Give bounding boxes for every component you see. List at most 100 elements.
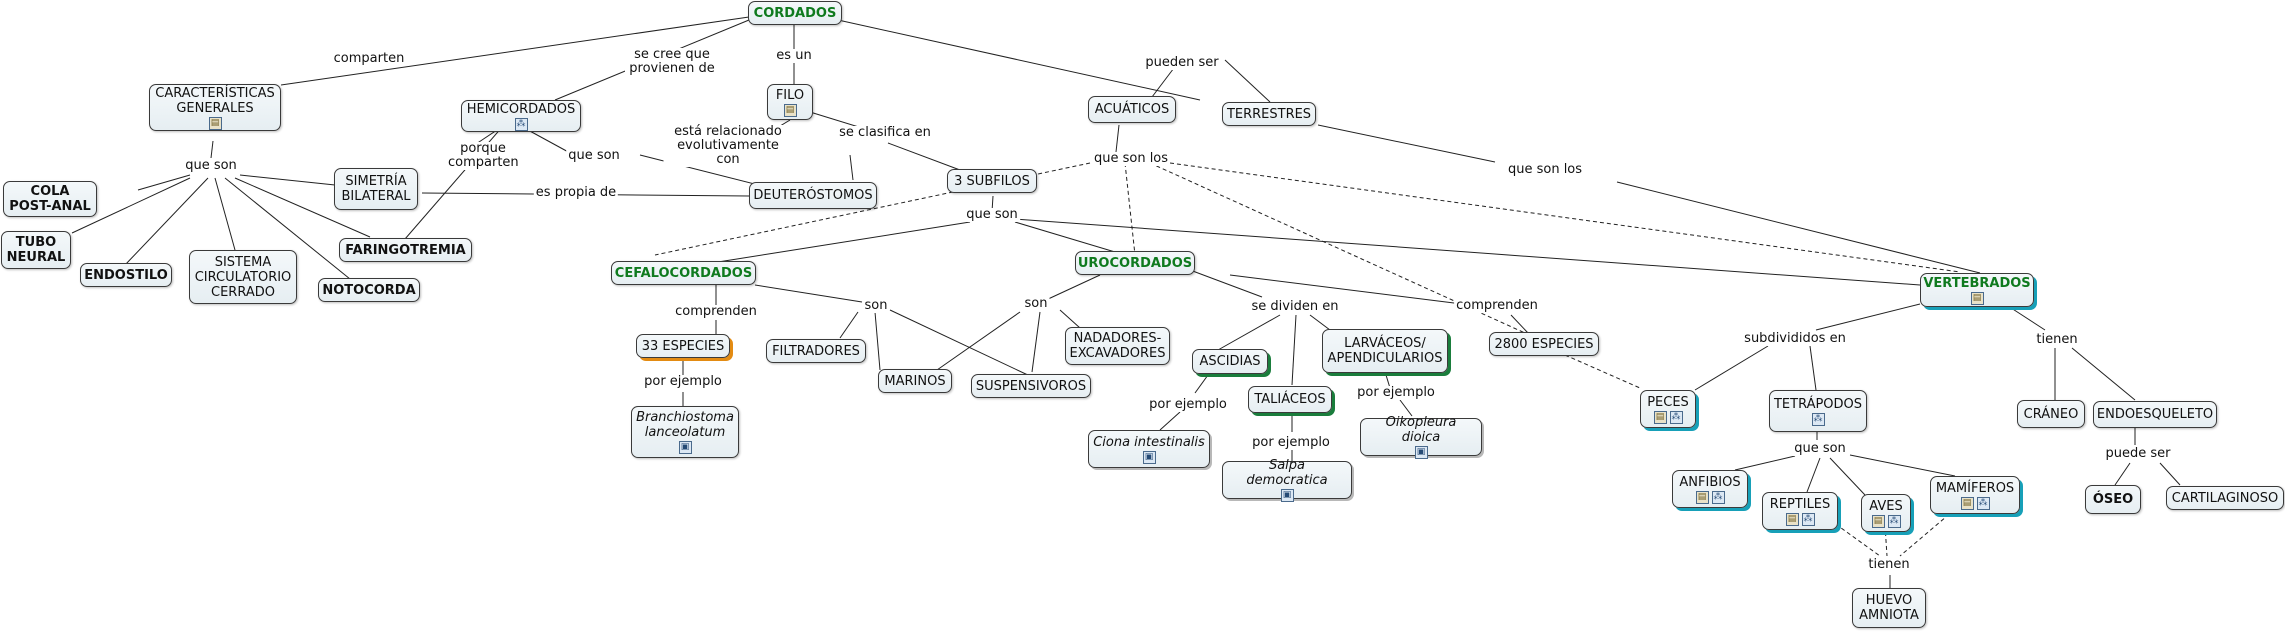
node-subfilos[interactable]: 3 SUBFILOS xyxy=(947,169,1037,193)
node-label: DEUTERÓSTOMOS xyxy=(753,188,873,203)
node-label: TETRÁPODOS xyxy=(1773,396,1863,412)
node-acuaticos[interactable]: ACUÁTICOS xyxy=(1088,96,1176,123)
node-label: TERRESTRES xyxy=(1226,106,1312,122)
image-icon[interactable]: ▣ xyxy=(1414,446,1428,459)
node-simetria[interactable]: SIMETRÍA BILATERAL xyxy=(334,168,418,210)
node-label: 2800 ESPECIES xyxy=(1494,336,1594,352)
node-tetrapodos[interactable]: TETRÁPODOS ⁂ xyxy=(1769,390,1867,432)
node-label: HEMICORDADOS xyxy=(466,101,576,117)
node-terrestres[interactable]: TERRESTRES xyxy=(1222,102,1316,126)
concept-map-icon[interactable]: ⁂ xyxy=(1811,412,1825,426)
node-label: MAMÍFEROS xyxy=(1935,480,2015,496)
node-label: UROCORDADOS xyxy=(1077,255,1193,271)
node-endoesqueleto[interactable]: ENDOESQUELETO xyxy=(2093,401,2217,428)
link-label-que-son-car: que son xyxy=(183,158,239,173)
node-filtradores[interactable]: FILTRADORES xyxy=(766,339,866,363)
node-filo[interactable]: FILO ▤ xyxy=(767,84,813,120)
node-notocorda[interactable]: NOTOCORDA xyxy=(318,278,420,302)
node-label: SIMETRÍA BILATERAL xyxy=(341,174,411,204)
link-label-tienen-amnio: tienen xyxy=(1866,557,1912,572)
node-ciona[interactable]: Ciona intestinalis ▣ xyxy=(1088,430,1210,468)
link-label-comparten: comparten xyxy=(331,51,407,66)
node-larvaceos[interactable]: LARVÁCEOS/ APENDICULARIOS xyxy=(1322,329,1448,373)
document-icon[interactable]: ▤ xyxy=(783,103,797,117)
node-suspensivoros[interactable]: SUSPENSIVOROS xyxy=(971,374,1091,398)
document-icon[interactable]: ▤ xyxy=(208,116,222,130)
node-cordados[interactable]: CORDADOS xyxy=(748,1,842,25)
node-tubo[interactable]: TUBO NEURAL xyxy=(1,231,71,269)
node-label: HUEVO AMNIOTA xyxy=(1859,593,1919,623)
node-hemicordados[interactable]: HEMICORDADOS ⁂ xyxy=(461,100,581,132)
node-caracteristicas[interactable]: CARACTERÍSTICAS GENERALES ▤ xyxy=(149,84,281,131)
node-label: FARINGOTREMIA xyxy=(345,242,466,258)
node-taliaceos[interactable]: TALIÁCEOS xyxy=(1248,386,1332,413)
node-label: ÓSEO xyxy=(2092,492,2134,507)
node-label: AVES xyxy=(1869,498,1903,514)
node-marinos[interactable]: MARINOS xyxy=(878,369,952,393)
link-label-por-ejemplo-asc: por ejemplo xyxy=(1147,397,1229,412)
node-label: PECES xyxy=(1647,394,1689,410)
link-label-que-son-los: que son los xyxy=(1091,151,1171,166)
link-label-pueden-ser: pueden ser xyxy=(1143,55,1221,70)
node-urocordados[interactable]: UROCORDADOS xyxy=(1075,251,1195,275)
concept-map-icon[interactable]: ⁂ xyxy=(1887,514,1901,528)
document-icon[interactable]: ▤ xyxy=(1970,291,1984,305)
link-label-que-son-hemi: que son xyxy=(566,148,622,163)
link-label-porque-comparten: porque comparten xyxy=(446,141,520,170)
link-label-por-ejemplo-tal: por ejemplo xyxy=(1250,435,1332,450)
image-icon[interactable]: ▣ xyxy=(678,441,692,454)
node-faringotremia[interactable]: FARINGOTREMIA xyxy=(339,238,472,262)
node-reptiles[interactable]: REPTILES ▤⁂ xyxy=(1762,492,1838,530)
node-ascidias[interactable]: ASCIDIAS xyxy=(1192,349,1268,374)
node-label: VERTEBRADOS xyxy=(1923,275,2031,291)
node-anfibios[interactable]: ANFIBIOS ▤⁂ xyxy=(1672,470,1748,508)
link-label-son-cefa: son xyxy=(862,298,890,313)
concept-map-icon[interactable]: ⁂ xyxy=(1976,496,1990,510)
image-icon[interactable]: ▣ xyxy=(1142,450,1156,464)
node-label: NOTOCORDA xyxy=(322,282,416,298)
node-label: TUBO NEURAL xyxy=(6,235,66,265)
node-label: ENDOESQUELETO xyxy=(2096,407,2214,422)
document-icon[interactable]: ▤ xyxy=(1785,512,1799,526)
image-icon[interactable]: ▣ xyxy=(1280,489,1294,502)
node-cola[interactable]: COLA POST-ANAL xyxy=(3,181,97,217)
link-label-es-un: es un xyxy=(774,48,814,63)
node-label: Ciona intestinalis xyxy=(1093,434,1205,450)
link-label-tienen-vert: tienen xyxy=(2034,332,2080,347)
node-cefalocordados[interactable]: CEFALOCORDADOS xyxy=(611,261,756,285)
node-label: 3 SUBFILOS xyxy=(954,173,1030,189)
document-icon[interactable]: ▤ xyxy=(1653,410,1667,424)
node-endostilo[interactable]: ENDOSTILO xyxy=(80,263,172,287)
node-oikopleura[interactable]: Oikopleura dioica ▣ xyxy=(1360,415,1482,459)
node-label: FILO xyxy=(775,87,805,103)
document-icon[interactable]: ▤ xyxy=(1871,514,1885,528)
node-especies2800[interactable]: 2800 ESPECIES xyxy=(1489,332,1599,356)
node-cartilaginoso[interactable]: CARTILAGINOSO xyxy=(2166,486,2284,510)
link-label-relacionado: está relacionado evolutivamente con xyxy=(663,125,793,167)
document-icon[interactable]: ▤ xyxy=(1960,496,1974,510)
node-aves[interactable]: AVES ▤⁂ xyxy=(1861,494,1911,532)
node-label: NADADORES- EXCAVADORES xyxy=(1069,331,1166,361)
node-deuterostomos[interactable]: DEUTERÓSTOMOS xyxy=(749,182,877,209)
node-huevo[interactable]: HUEVO AMNIOTA xyxy=(1852,588,1926,628)
node-label: CARTILAGINOSO xyxy=(2171,490,2279,506)
concept-map-icon[interactable]: ⁂ xyxy=(1801,512,1815,526)
node-mamiferos[interactable]: MAMÍFEROS ▤⁂ xyxy=(1930,476,2020,514)
node-branchiostoma[interactable]: Branchiostoma lanceolatum ▣ xyxy=(631,406,739,458)
node-oseo[interactable]: ÓSEO xyxy=(2085,485,2141,514)
node-sistema[interactable]: SISTEMA CIRCULATORIO CERRADO xyxy=(189,250,297,304)
node-salpa[interactable]: Salpa democratica ▣ xyxy=(1222,458,1352,502)
concept-map-icon[interactable]: ⁂ xyxy=(1711,490,1725,504)
node-craneo[interactable]: CRÁNEO xyxy=(2017,400,2085,428)
document-icon[interactable]: ▤ xyxy=(1695,490,1709,504)
node-label: CORDADOS xyxy=(753,5,837,21)
node-peces[interactable]: PECES ▤⁂ xyxy=(1640,390,1696,428)
link-label-comprenden-uro: comprenden xyxy=(1454,298,1540,313)
node-especies33[interactable]: 33 ESPECIES xyxy=(636,334,730,358)
link-label-puede-ser: puede ser xyxy=(2103,446,2173,461)
node-vertebrados[interactable]: VERTEBRADOS ▤ xyxy=(1920,273,2034,307)
concept-map-icon[interactable]: ⁂ xyxy=(1669,410,1683,424)
concept-map-icon[interactable]: ⁂ xyxy=(514,117,528,131)
node-nadadores[interactable]: NADADORES- EXCAVADORES xyxy=(1065,327,1170,365)
